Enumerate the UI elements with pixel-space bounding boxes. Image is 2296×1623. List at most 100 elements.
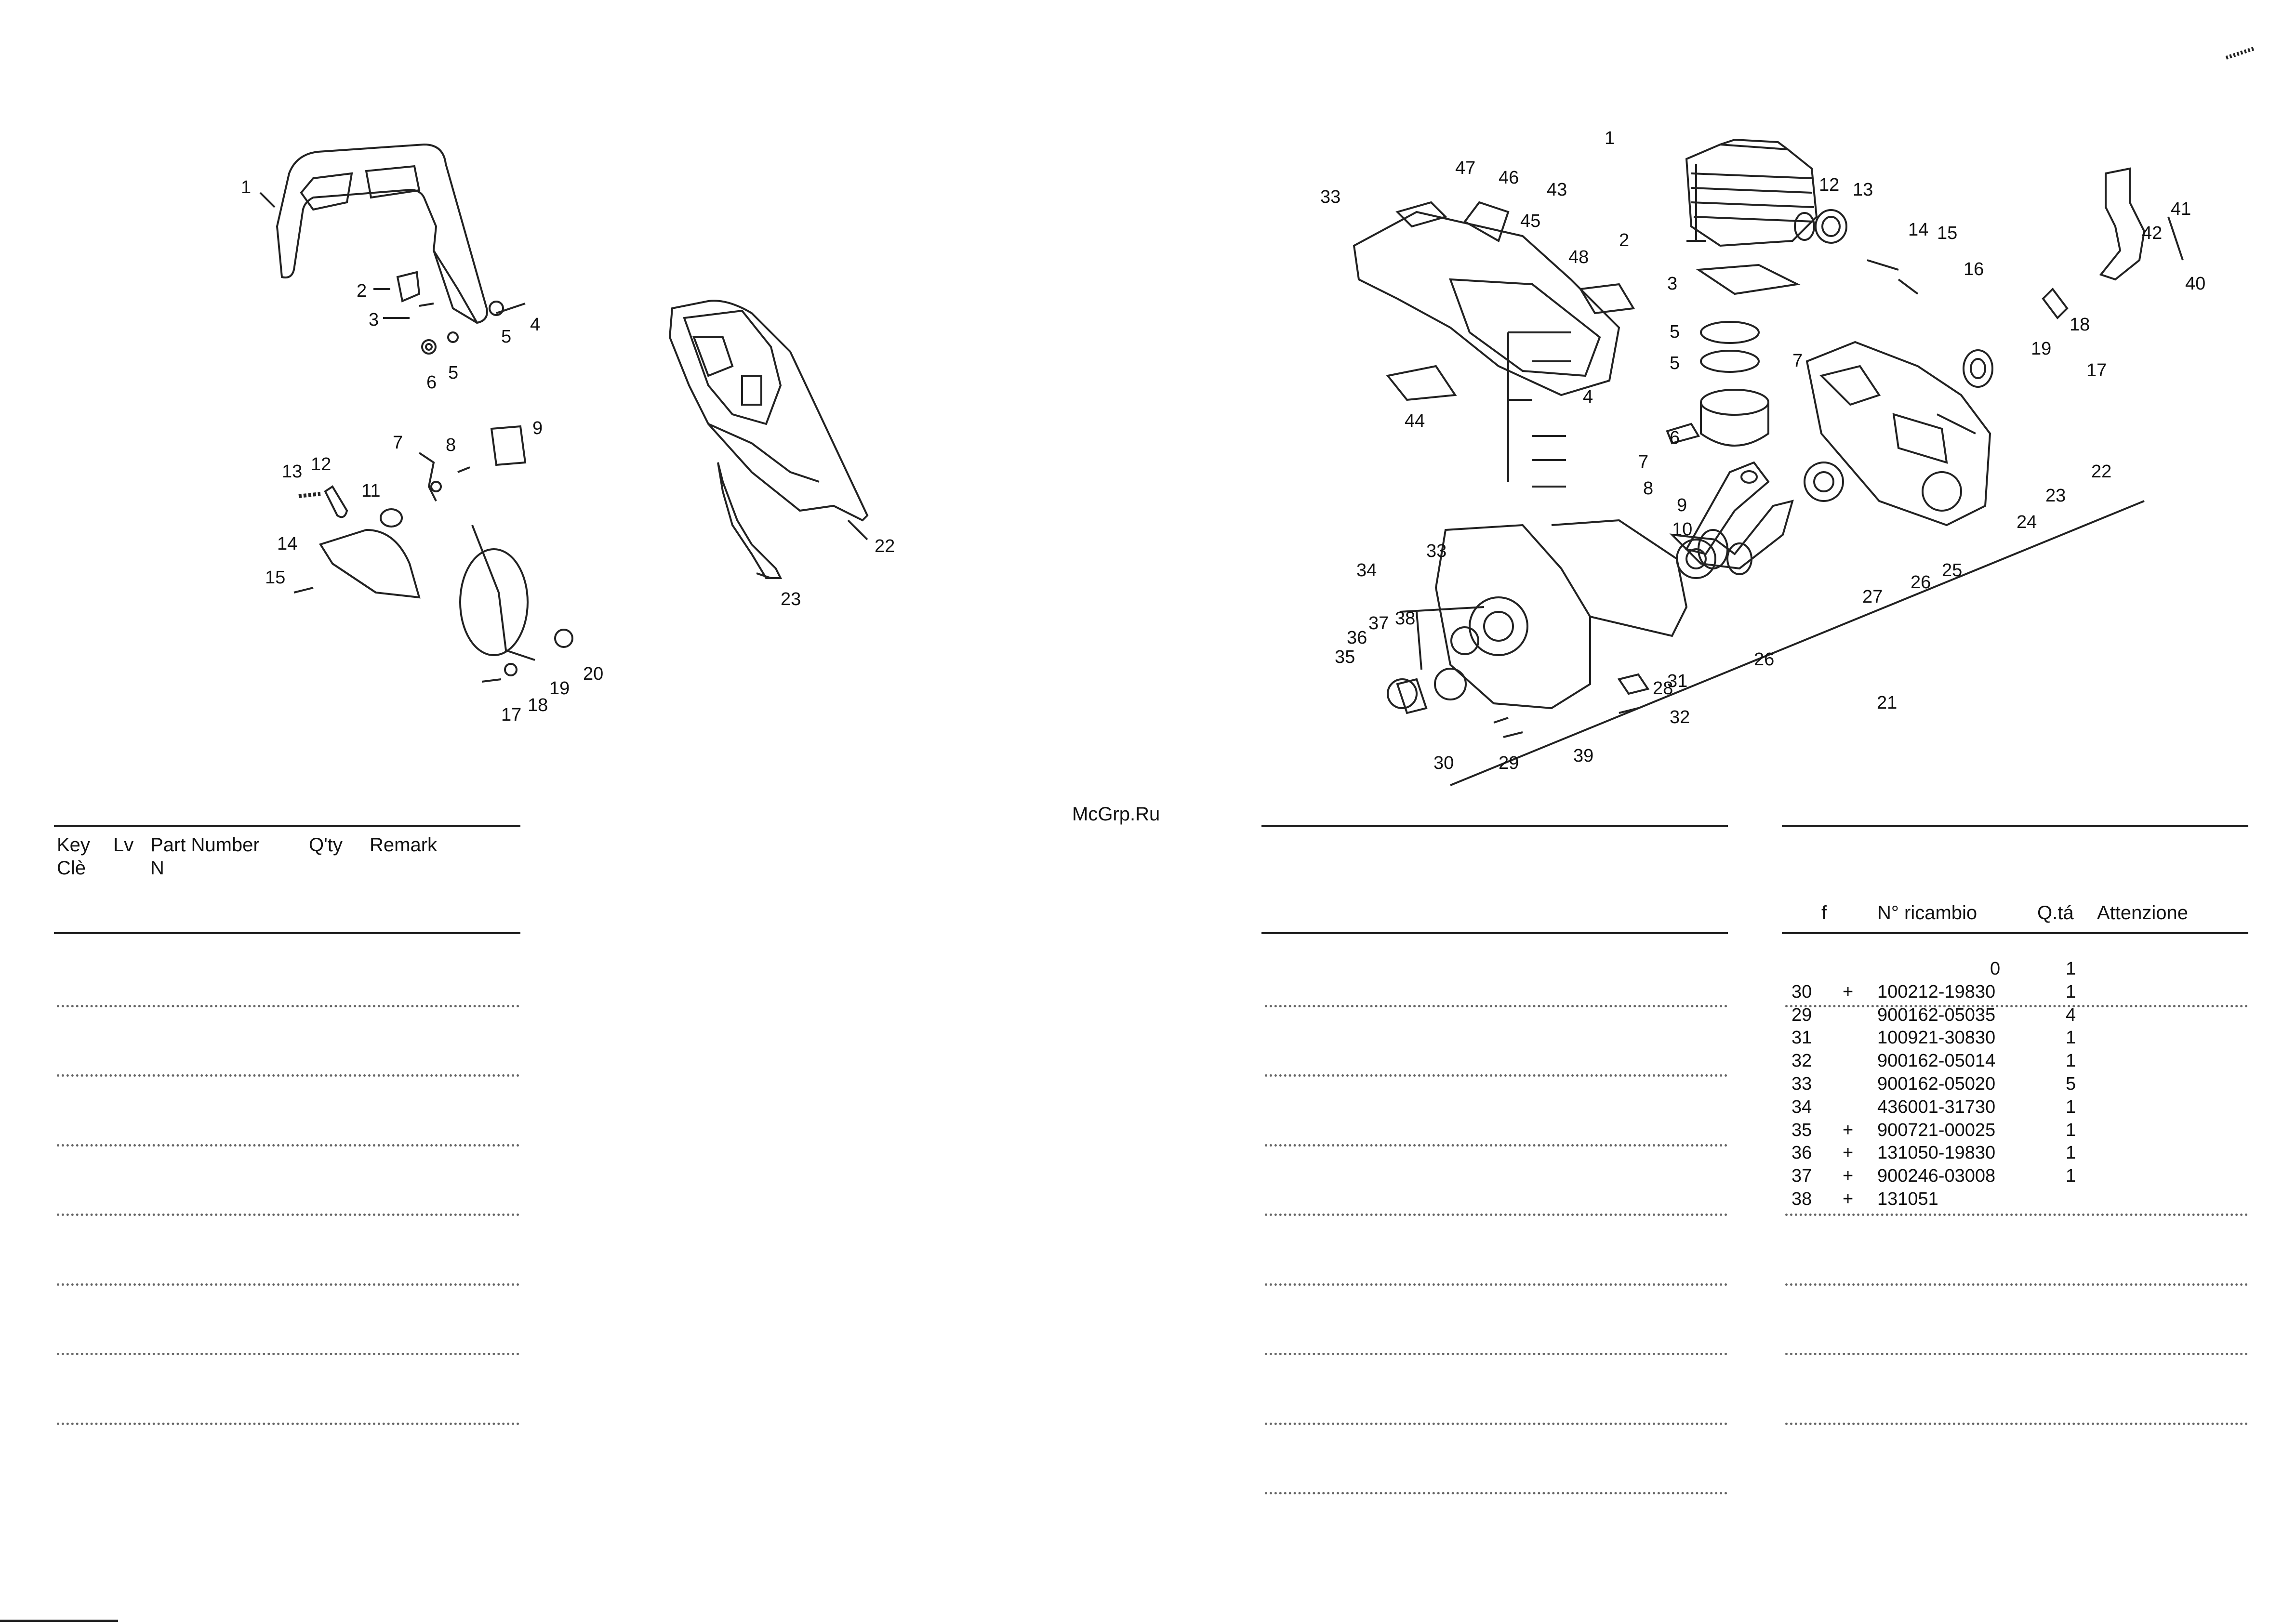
row-quantity: 1 bbox=[2066, 1051, 2076, 1071]
callout-right-35: 35 bbox=[1335, 647, 1355, 667]
row-part-number: 900162-05035 bbox=[1877, 1005, 1996, 1025]
right-crankcase-drawing bbox=[1805, 341, 1991, 527]
callout-right-40: 40 bbox=[2185, 274, 2206, 294]
callout-left-5b: 5 bbox=[448, 363, 459, 383]
row-level: + bbox=[1843, 1120, 1854, 1140]
middle-dotted-row bbox=[1265, 1074, 1727, 1077]
row-quantity: 4 bbox=[2066, 1005, 2076, 1025]
left-header-part-number-fr: N bbox=[150, 858, 164, 879]
callout-right-33a: 33 bbox=[1320, 187, 1341, 207]
middle-dotted-row bbox=[1265, 1144, 1727, 1147]
callout-left-12: 12 bbox=[311, 454, 332, 475]
callout-right-7b: 7 bbox=[1792, 351, 1803, 371]
callout-right-12: 12 bbox=[1819, 175, 1840, 195]
callout-left-17: 17 bbox=[501, 705, 522, 725]
right-header-qty: Q.tá bbox=[2037, 902, 2074, 924]
row-part-number: 436001-31730 bbox=[1877, 1097, 1996, 1117]
callout-right-34: 34 bbox=[1356, 560, 1377, 581]
left-table-header-rule bbox=[54, 932, 520, 934]
middle-dotted-row bbox=[1265, 1214, 1727, 1216]
callout-left-9: 9 bbox=[532, 418, 543, 438]
callout-right-39: 39 bbox=[1573, 746, 1594, 766]
callout-left-5: 5 bbox=[501, 327, 512, 347]
callout-right-37: 37 bbox=[1368, 613, 1389, 633]
callout-left-20: 20 bbox=[583, 664, 604, 684]
left-dotted-row bbox=[57, 1074, 519, 1077]
callout-right-18: 18 bbox=[2070, 315, 2090, 335]
middle-dotted-row bbox=[1265, 1492, 1727, 1494]
callout-right-25: 25 bbox=[1942, 560, 1963, 581]
row-part-number: 100212-19830 bbox=[1877, 982, 1996, 1002]
row-quantity: 1 bbox=[2066, 1143, 2076, 1163]
row-part-number: 131051 bbox=[1877, 1189, 1938, 1209]
right-dotted-row bbox=[1785, 1423, 2248, 1425]
left-parts-diagram: 1 2 3 4 5 6 5 7 8 9 13 12 11 14 15 17 18… bbox=[0, 0, 964, 795]
row-part-number: 900246-03008 bbox=[1877, 1166, 1996, 1186]
left-header-key: Key bbox=[57, 834, 90, 856]
row-level: + bbox=[1843, 1166, 1854, 1186]
left-crankcase-drawing bbox=[1434, 519, 1688, 710]
callout-right-26b: 26 bbox=[1754, 649, 1775, 670]
left-dotted-row bbox=[57, 1214, 519, 1216]
row-key: 32 bbox=[1792, 1051, 1812, 1071]
callout-right-1: 1 bbox=[1605, 128, 1615, 148]
top-cover-drawing bbox=[1353, 201, 1635, 401]
callout-right-48: 48 bbox=[1568, 247, 1589, 267]
row-part-number: 900162-05020 bbox=[1877, 1074, 1996, 1094]
callout-right-7a: 7 bbox=[1638, 452, 1649, 472]
callout-right-5b: 5 bbox=[1670, 353, 1680, 373]
callout-left-15: 15 bbox=[265, 567, 286, 588]
right-header-part: N° ricambio bbox=[1877, 902, 1977, 924]
middle-dotted-row bbox=[1265, 1005, 1727, 1007]
callout-left-18: 18 bbox=[528, 695, 548, 715]
row-key: 31 bbox=[1792, 1028, 1812, 1048]
left-header-qty: Q'ty bbox=[309, 834, 343, 856]
callout-left-6: 6 bbox=[426, 372, 437, 393]
left-header-lv: Lv bbox=[113, 834, 134, 856]
row-key: 36 bbox=[1792, 1143, 1812, 1163]
row-quantity: 1 bbox=[2066, 1166, 2076, 1186]
row-part-number: 0 bbox=[1990, 959, 2001, 979]
callout-right-10: 10 bbox=[1672, 519, 1693, 540]
table-row: 38+131051 bbox=[1783, 1190, 2245, 1209]
callout-right-6: 6 bbox=[1670, 428, 1680, 448]
callout-right-22: 22 bbox=[2091, 462, 2112, 482]
row-quantity: 5 bbox=[2066, 1074, 2076, 1094]
callout-right-30: 30 bbox=[1433, 753, 1454, 773]
row-quantity: 1 bbox=[2066, 1028, 2076, 1048]
left-header-remark: Remark bbox=[370, 834, 438, 856]
right-header-note: Attenzione bbox=[2097, 902, 2189, 924]
callout-left-3: 3 bbox=[369, 310, 379, 330]
callout-left-14: 14 bbox=[277, 534, 298, 554]
right-dotted-row bbox=[1785, 1283, 2248, 1286]
callout-left-2: 2 bbox=[357, 281, 367, 301]
left-dotted-row bbox=[57, 1353, 519, 1355]
row-level: + bbox=[1843, 982, 1854, 1002]
hand-guard-drawing bbox=[276, 143, 488, 324]
callout-right-24: 24 bbox=[2017, 512, 2037, 532]
row-quantity: 1 bbox=[2066, 982, 2076, 1002]
right-table-header-rule bbox=[1782, 932, 2248, 934]
middle-table-header-rule bbox=[1261, 932, 1728, 934]
callout-left-19: 19 bbox=[549, 678, 570, 699]
callout-left-23: 23 bbox=[781, 589, 801, 609]
row-key: 38 bbox=[1792, 1189, 1812, 1209]
right-dotted-row bbox=[1785, 1214, 2248, 1216]
callout-left-7: 7 bbox=[393, 433, 403, 453]
row-part-number: 900721-00025 bbox=[1877, 1120, 1996, 1140]
callout-right-41: 41 bbox=[2171, 199, 2191, 219]
row-quantity: 1 bbox=[2066, 1097, 2076, 1117]
callout-right-27: 27 bbox=[1862, 587, 1883, 607]
callout-right-3: 3 bbox=[1667, 274, 1678, 294]
middle-table-top-rule bbox=[1261, 825, 1728, 827]
callout-right-5a: 5 bbox=[1670, 322, 1680, 342]
middle-dotted-row bbox=[1265, 1353, 1727, 1355]
callout-right-15: 15 bbox=[1937, 223, 1958, 243]
